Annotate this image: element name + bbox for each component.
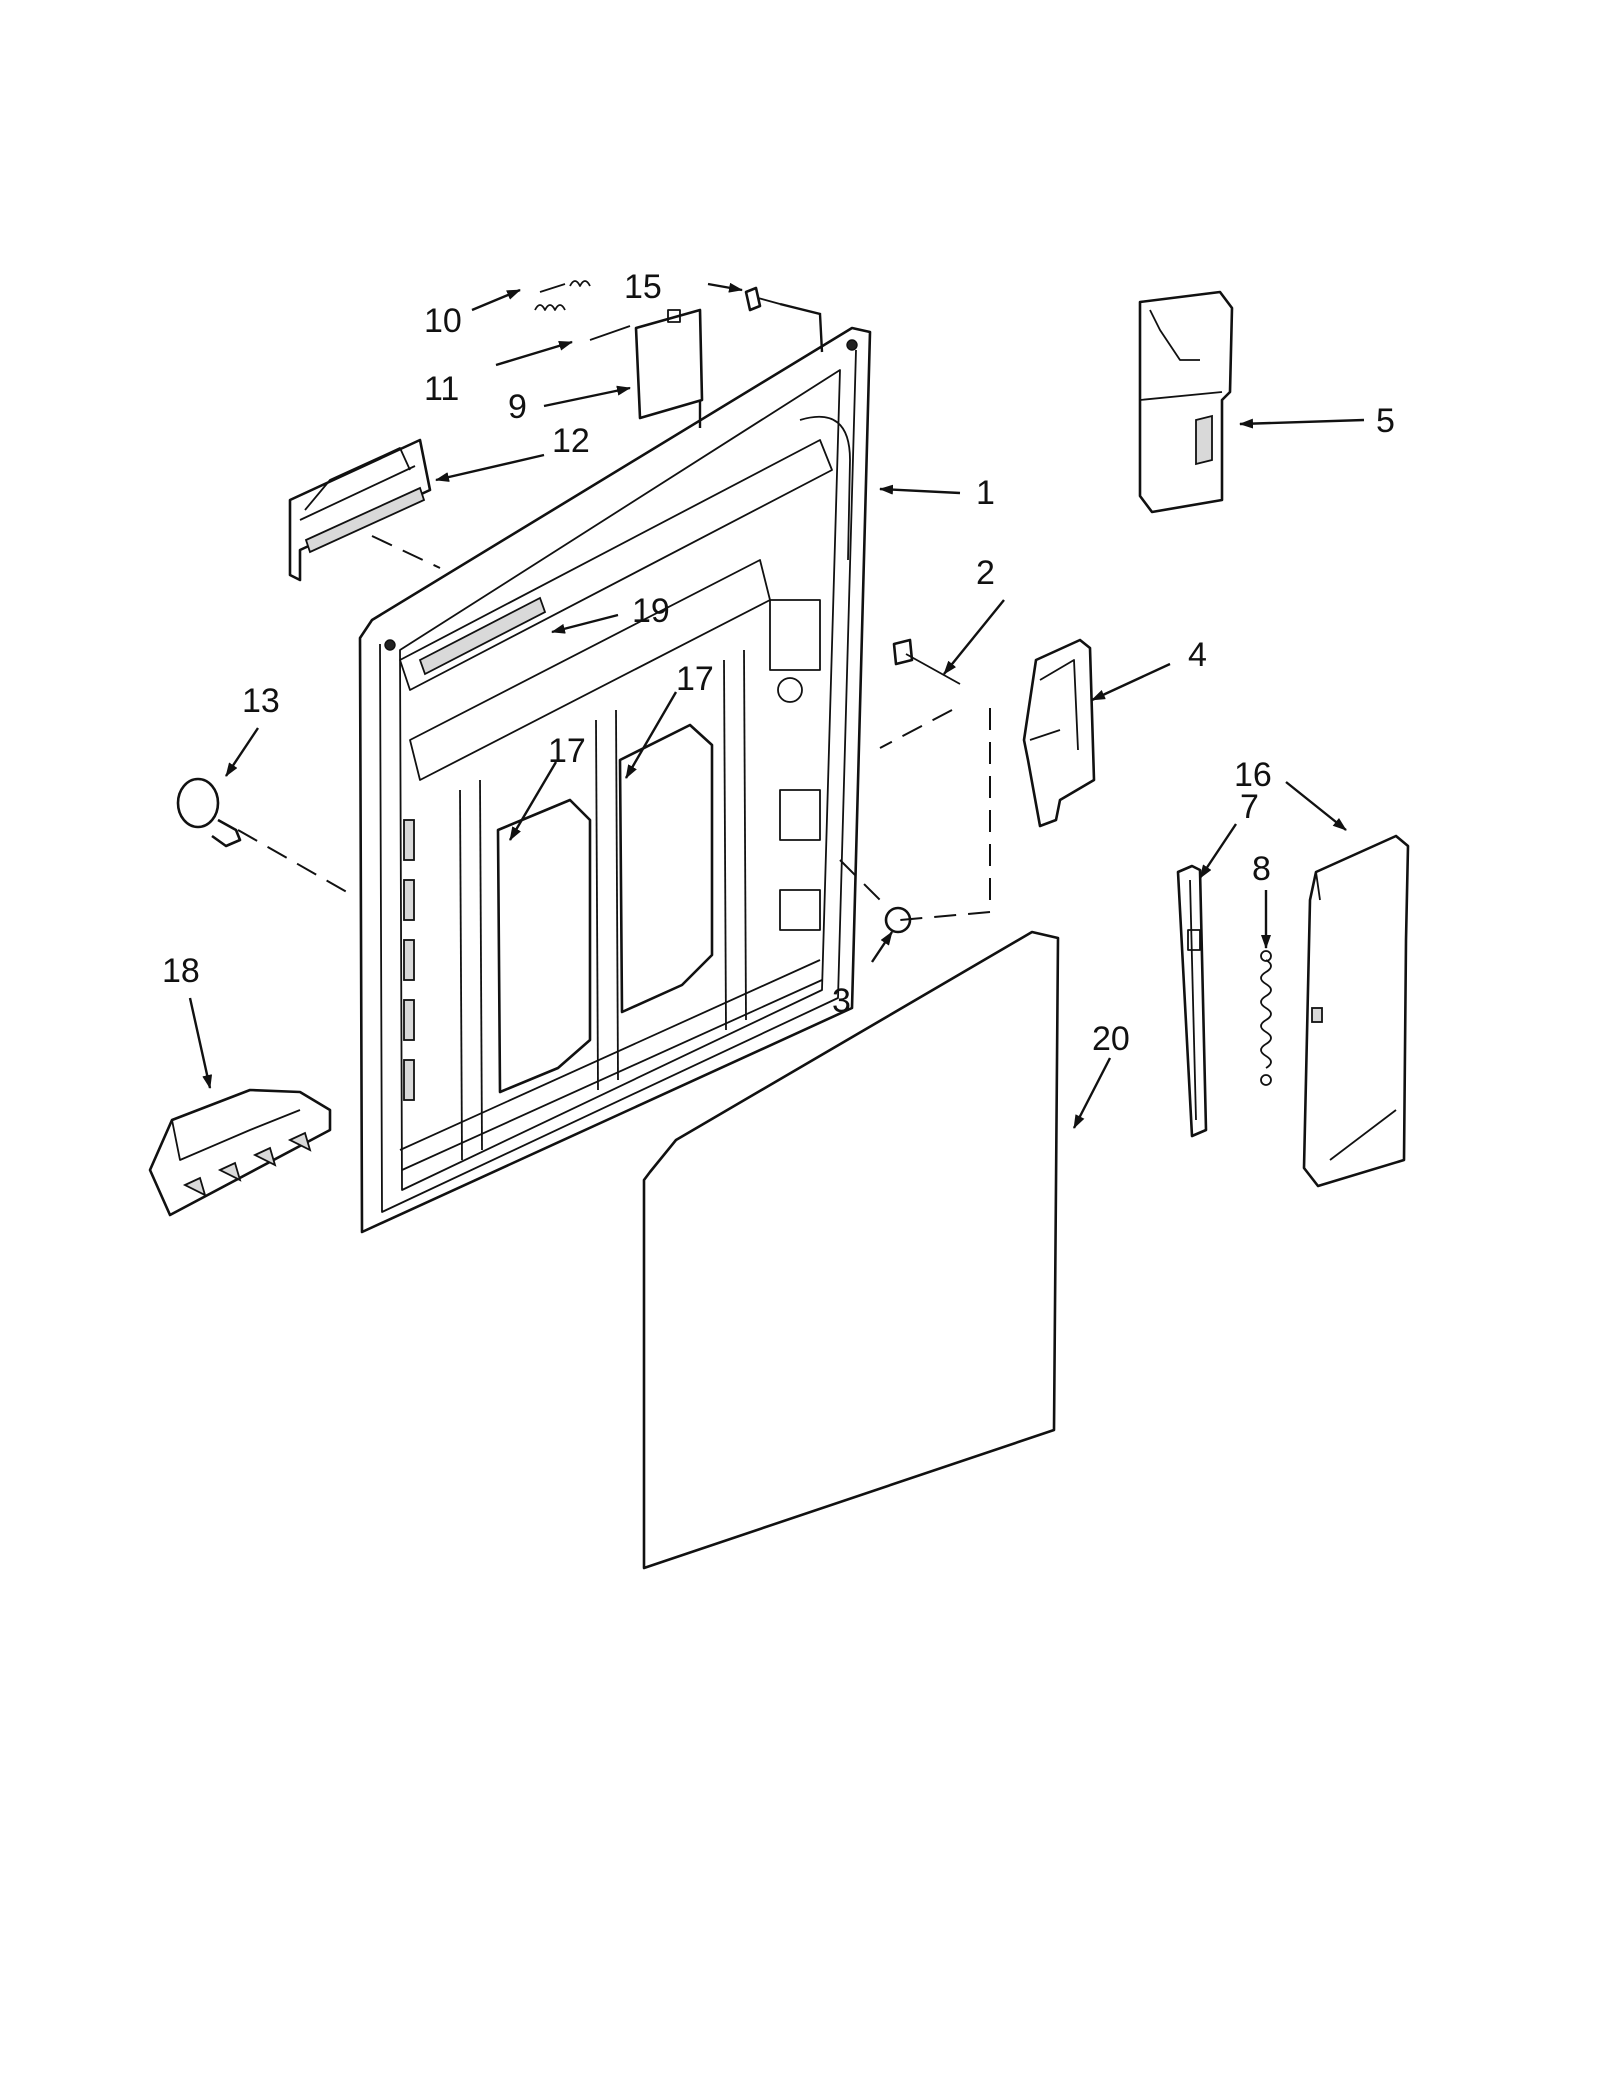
door-knob [176,777,242,848]
callout-8: 8 [1252,850,1271,888]
callout-17a: 17 [676,660,714,698]
callout-12: 12 [552,422,590,460]
panel-window-right [618,723,714,1014]
callout-11: 11 [424,370,459,408]
callout-13: 13 [242,682,280,720]
cover-plate [634,308,704,420]
latch-assembly [1138,290,1234,514]
side-trim [1302,834,1410,1188]
tension-spring [1260,950,1272,1086]
hinge-pin [892,638,961,685]
callout-20: 20 [1092,1020,1130,1058]
callout-16: 16 [1234,756,1272,794]
callout-17b: 17 [548,732,586,770]
callout-19: 19 [632,592,670,630]
latch-bracket [1022,638,1096,828]
spring-small [534,280,591,311]
callout-9: 9 [508,388,527,426]
handle-bracket [288,438,432,582]
callout-15: 15 [624,268,662,306]
inner-door-panel [358,326,872,1234]
callout-10: 10 [424,302,462,340]
callout-4: 4 [1188,636,1207,674]
callout-5: 5 [1376,402,1395,440]
outer-door-panel [642,930,1060,1570]
callout-18: 18 [162,952,200,990]
callout-2: 2 [976,554,995,592]
callout-leaders [188,282,1365,1129]
screw-15 [744,286,781,312]
pin-rod [589,325,631,341]
panel-window-left [496,798,592,1094]
callout-7: 7 [1240,788,1259,826]
callout-1: 1 [976,474,995,512]
assembly-lines [237,302,991,921]
handle-cover [148,1088,332,1217]
callout-labels: 1 2 3 4 5 7 8 9 10 11 12 13 15 16 17 17 … [162,268,1395,1058]
hinge-bracket [1176,864,1208,1138]
callout-3: 3 [832,982,851,1020]
